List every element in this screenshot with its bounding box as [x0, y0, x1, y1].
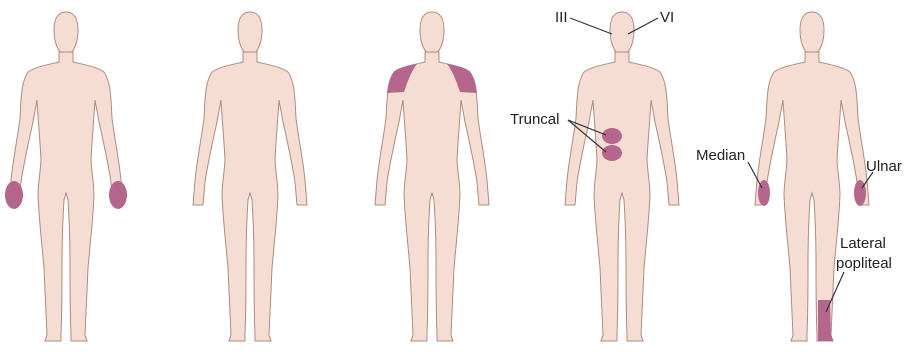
- label-median: Median: [696, 147, 745, 164]
- figure-mononeuropathy: [755, 12, 869, 341]
- affected-region-lower-legs: [26, 245, 106, 345]
- affected-region-ankles: [210, 290, 290, 320]
- label-lateral: Lateral: [840, 235, 886, 252]
- affected-region-truncal-upper: [602, 128, 622, 144]
- affected-region-feet: [210, 318, 290, 348]
- affected-region-left-hand: [5, 181, 23, 209]
- affected-region-thighs: [392, 228, 472, 262]
- figure-proximal: [375, 12, 489, 341]
- figure-distal-feet: [193, 12, 307, 348]
- leader-line-iii: [570, 18, 612, 34]
- affected-region-truncal-lower: [602, 145, 622, 161]
- label-nerve-iii: III: [555, 9, 568, 26]
- label-truncal: Truncal: [510, 111, 559, 128]
- label-popliteal: popliteal: [836, 255, 892, 272]
- label-ulnar: Ulnar: [866, 158, 902, 175]
- figure-stocking-glove: [5, 12, 127, 347]
- affected-region-right-hand: [109, 181, 127, 209]
- affected-region-feet: [26, 292, 106, 347]
- label-nerve-vi: VI: [660, 9, 674, 26]
- figure-cranial-truncal: [565, 12, 679, 341]
